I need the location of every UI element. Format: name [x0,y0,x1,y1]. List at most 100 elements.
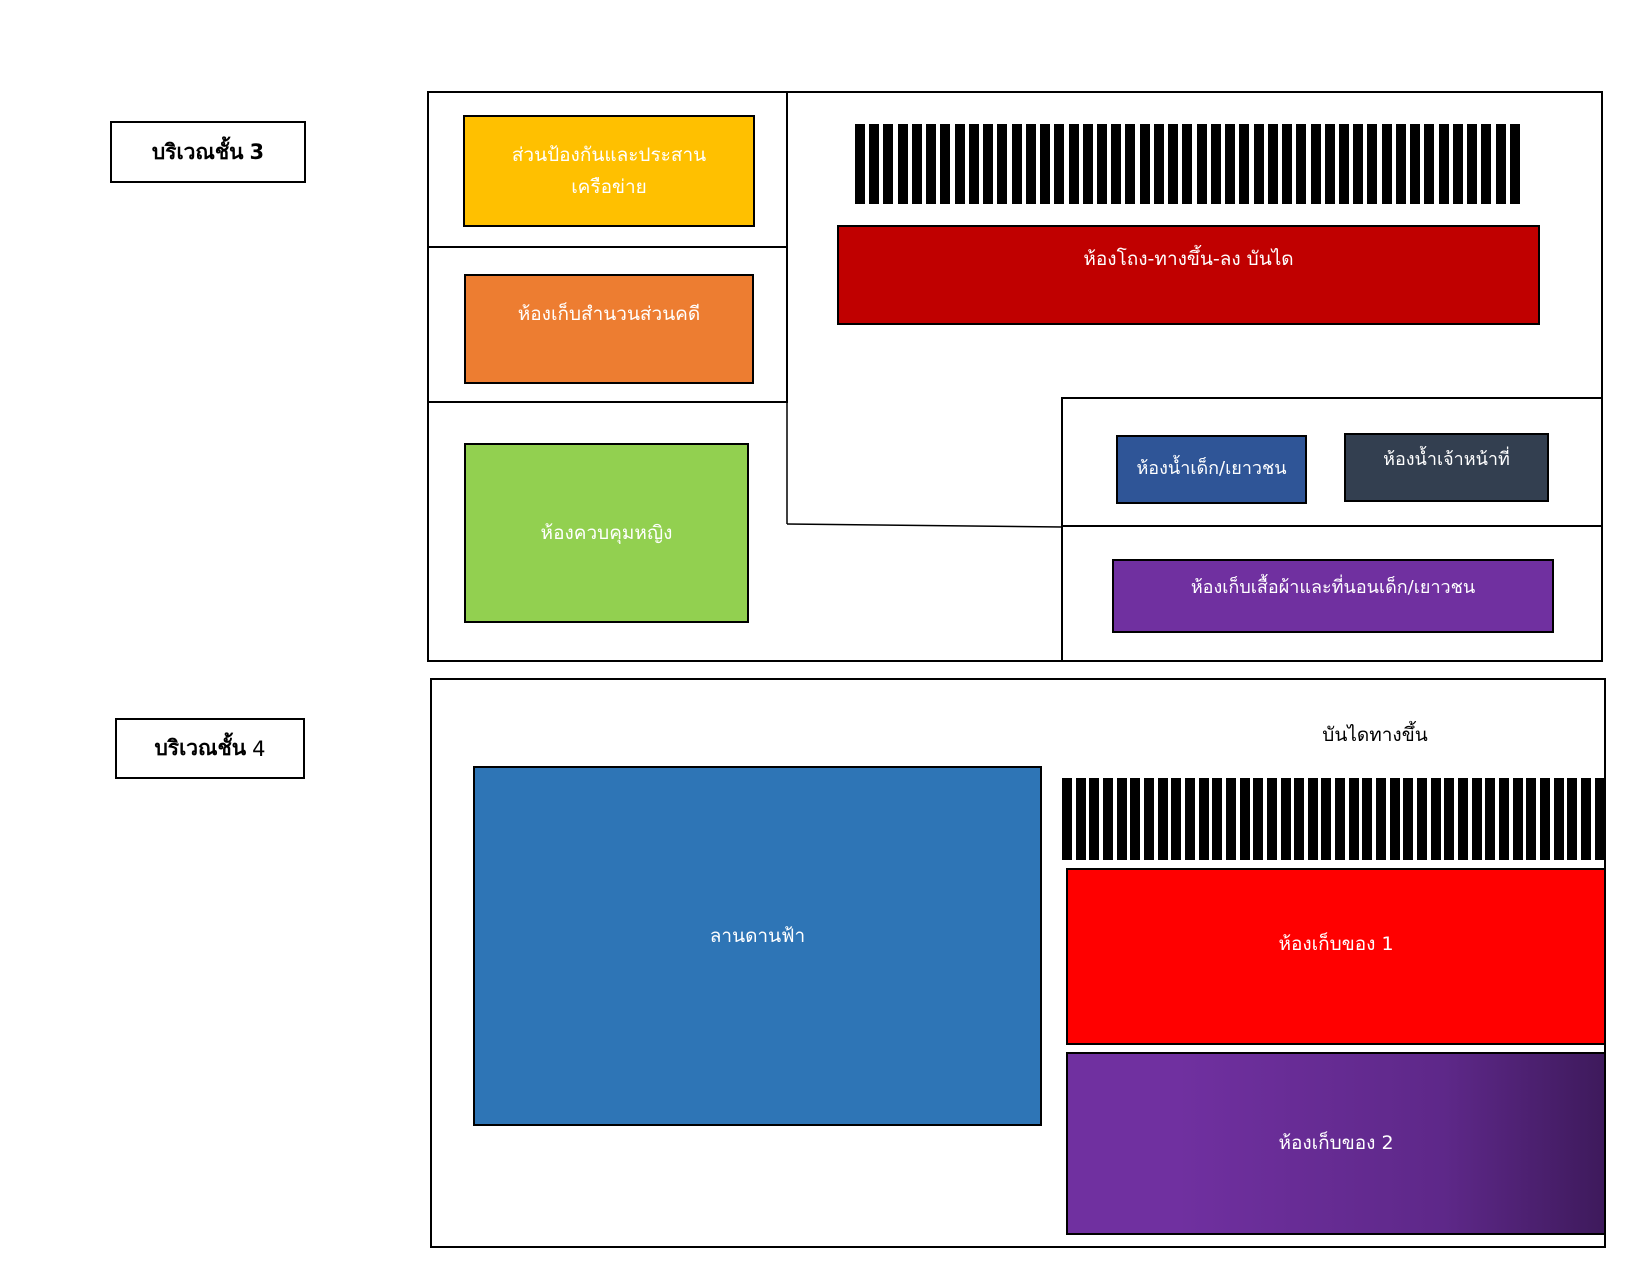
stair-tread [1430,778,1441,860]
stair-tread [1338,124,1349,204]
stair-tread [1075,778,1086,860]
stair-tread [1335,778,1346,860]
stair-tread [1280,778,1291,860]
floor4-stairs [1062,778,1605,860]
room-storage-1: ห้องเก็บของ 1 [1066,868,1606,1045]
stair-tread [1553,778,1564,860]
stair-tread [1310,124,1321,204]
stair-tread [1348,778,1359,860]
stair-tread [1225,778,1236,860]
stair-tread [940,124,951,204]
stair-tread [1182,124,1193,204]
stair-tread [1467,124,1478,204]
stair-tread [1438,124,1449,204]
stair-tread [1512,778,1523,860]
stair-tread [1266,778,1277,860]
stair-tread [1171,778,1182,860]
stair-tread [926,124,937,204]
stair-tread [1111,124,1122,204]
stair-tread [1403,778,1414,860]
floor3-number: 3 [249,140,265,164]
stair-tread [1096,124,1107,204]
room-youth-restroom: ห้องน้ำเด็ก/เยาวชน [1116,435,1307,504]
stair-tread [954,124,965,204]
room-network-defense: ส่วนป้องกันและประสานเครือข่าย [463,115,755,227]
stair-tread [997,124,1008,204]
stair-tread [1253,124,1264,204]
stair-tread [1130,778,1141,860]
stair-tread [911,124,922,204]
stair-tread [1353,124,1364,204]
stair-tread [1184,778,1195,860]
stair-tread [1210,124,1221,204]
stair-tread [1567,778,1578,860]
stair-tread [1116,778,1127,860]
stair-tread [1321,778,1332,860]
stair-tread [1485,778,1496,860]
floor3-stairs [855,124,1520,204]
stair-tread [1424,124,1435,204]
stair-tread [1139,124,1150,204]
floor4-number: 4 [252,736,266,761]
stair-tread [1481,124,1492,204]
floor3-cell-case [427,246,788,403]
room-case-storage: ห้องเก็บสำนวนส่วนคดี [464,274,754,384]
stair-tread [1458,778,1469,860]
stair-tread [1526,778,1537,860]
room-staff-restroom: ห้องน้ำเจ้าหน้าที่ [1344,433,1549,502]
stair-tread [883,124,894,204]
floor4-stairs-label: บันไดทางขึ้น [1322,724,1428,746]
room-youth-clothes-storage: ห้องเก็บเสื้อผ้าและที่นอนเด็ก/เยาวชน [1112,559,1554,633]
stair-tread [1495,124,1506,204]
stair-tread [1296,124,1307,204]
stair-tread [1367,124,1378,204]
stair-tread [1499,778,1509,860]
stair-tread [968,124,979,204]
stair-tread [1157,778,1168,860]
stair-tread [1444,778,1455,860]
room-rooftop: ลานดานฟ้า [473,766,1042,1126]
stair-tread [1089,778,1100,860]
stair-tread [1040,124,1051,204]
stair-tread [1168,124,1179,204]
stair-tread [1253,778,1264,860]
stair-tread [1307,778,1318,860]
stair-tread [1395,124,1406,204]
stair-tread [1282,124,1293,204]
stair-tread [1471,778,1482,860]
stair-tread [855,124,865,204]
stair-tread [897,124,908,204]
stair-tread [1102,778,1113,860]
room-storage-2: ห้องเก็บของ 2 [1066,1052,1606,1235]
stair-tread [1539,778,1550,860]
room-hall-stairs: ห้องโถง-ทางขึ้น-ลง บันได [837,225,1540,325]
stair-tread [1068,124,1079,204]
stair-tread [1011,124,1022,204]
stair-tread [1267,124,1278,204]
stair-tread [1143,778,1154,860]
stair-tread [1054,124,1065,204]
stair-tread [1153,124,1164,204]
stair-tread [1225,124,1236,204]
stair-tread [1239,778,1250,860]
stair-tread [869,124,880,204]
stair-tread [1198,778,1209,860]
stair-tread [1410,124,1421,204]
stair-tread [1580,778,1591,860]
stair-tread [1594,778,1605,860]
floor3-label: บริเวณชั้น 3 [110,121,306,183]
stair-tread [983,124,994,204]
stair-tread [1381,124,1392,204]
stair-tread [1324,124,1335,204]
stair-tread [1239,124,1250,204]
stair-tread [1062,778,1072,860]
floor4-label: บริเวณชั้น 4 [115,718,305,779]
stair-tread [1025,124,1036,204]
stair-tread [1294,778,1305,860]
stair-tread [1125,124,1136,204]
stair-tread [1376,778,1387,860]
stair-tread [1417,778,1428,860]
floor3-label-text: บริเวณชั้น [151,139,244,164]
stair-tread [1362,778,1373,860]
